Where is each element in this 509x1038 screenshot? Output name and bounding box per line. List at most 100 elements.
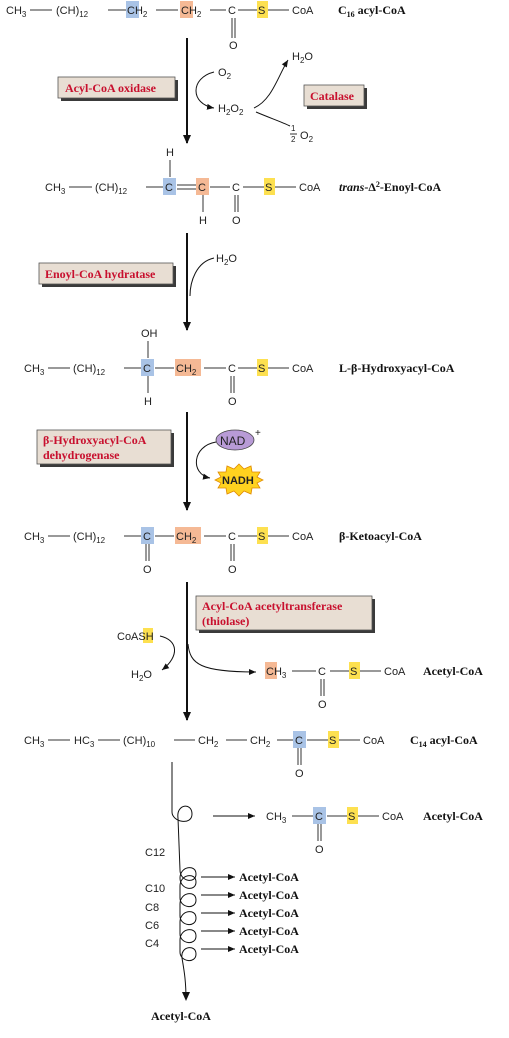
c16-acyl-coa-structure: CH3 (CH)12 CH2 CH2 C O S CoA C16 acyl-Co…: [6, 1, 406, 52]
catalase-oxygen-line: [255, 111, 291, 127]
o2-reagent: O2: [218, 67, 232, 81]
svg-text:O: O: [228, 396, 237, 408]
hydrogen-top: H: [166, 147, 174, 159]
svg-text:O: O: [232, 215, 241, 227]
svg-text:CH3: CH3: [24, 363, 45, 377]
ch3-group: CH: [6, 5, 22, 17]
water-input-arrow: [189, 257, 215, 297]
alpha-carbon-highlight: [163, 178, 176, 195]
svg-text:CH2: CH2: [181, 5, 202, 19]
subscript-12: 12: [79, 10, 88, 19]
svg-text:O: O: [228, 564, 237, 576]
svg-text:C: C: [295, 735, 303, 747]
svg-text:CoA: CoA: [363, 735, 385, 747]
svg-text:O: O: [318, 699, 327, 711]
trans-enoyl-coa-structure: H CH3 (CH)12 C C H C O S CoA trans-Δ2-En…: [45, 147, 442, 227]
acetyl-coa-release-arrow: [187, 643, 257, 675]
svg-text:S: S: [258, 363, 265, 375]
sulfur-highlight: [264, 178, 275, 195]
acetyl-coa-product: Acetyl-CoA: [239, 870, 299, 884]
svg-text:CoA: CoA: [292, 363, 314, 375]
svg-text:CoA: CoA: [384, 666, 406, 678]
subscript: 3: [22, 10, 27, 19]
svg-text:O2: O2: [300, 130, 314, 144]
svg-text:O: O: [315, 844, 324, 856]
chain-length-label: C4: [145, 938, 159, 950]
hydroxyacyl-coa-label: L-β-Hydroxyacyl-CoA: [339, 361, 455, 375]
beta-carbon-highlight: [180, 1, 193, 18]
acetyl-coa-label-2: Acetyl-CoA: [423, 809, 483, 823]
svg-text:S: S: [348, 811, 355, 823]
svg-text:CH3: CH3: [24, 531, 45, 545]
svg-text:CH2: CH2: [250, 735, 271, 749]
hydrogen-bottom: H: [199, 215, 207, 227]
nad-oval: NAD +: [215, 428, 261, 451]
c14-acyl-coa-structure: CH3 HC3 (CH)10 CH2 CH2 C O S CoA C14 acy…: [24, 731, 478, 780]
thiolase-box: Acyl-CoA acetyltransferase (thiolase): [195, 595, 375, 633]
nadh-label: NADH: [222, 475, 254, 487]
svg-text:(CH)12: (CH)12: [56, 5, 89, 19]
acetyl-coa-label: Acetyl-CoA: [423, 664, 483, 678]
enoyl-coa-hydratase-box: Enoyl-CoA hydratase: [38, 262, 176, 287]
svg-text:C: C: [232, 182, 240, 194]
acyl-coa-oxidase-label: Acyl-CoA oxidase: [65, 81, 157, 95]
svg-text:CH3: CH3: [266, 811, 287, 825]
h2o2-product: H2O2: [218, 103, 244, 117]
svg-text:C: C: [228, 363, 236, 375]
svg-text:2: 2: [291, 135, 296, 144]
svg-text:(CH)12: (CH)12: [95, 182, 128, 196]
svg-text:(CH)12: (CH)12: [73, 531, 106, 545]
final-acetyl-coa-label: Acetyl-CoA: [151, 1009, 211, 1023]
h2o-product: H2O: [292, 51, 313, 65]
chain-length-label: C6: [145, 920, 159, 932]
svg-text:S: S: [265, 182, 272, 194]
svg-text:C: C: [143, 363, 151, 375]
nad-to-nadh-arrow: [195, 441, 217, 480]
dehydrogenase-label-line2: dehydrogenase: [43, 448, 120, 462]
nadh-starburst: NADH: [214, 463, 264, 497]
ch2-group: CH: [60, 5, 76, 17]
sulfur-atom: S: [258, 5, 265, 17]
svg-text:CoA: CoA: [299, 182, 321, 194]
enoyl-coa-hydratase-label: Enoyl-CoA hydratase: [45, 267, 156, 281]
trans-enoyl-coa-label: trans-Δ2-Enoyl-CoA: [339, 180, 442, 194]
chain-length-label: C12: [145, 847, 165, 859]
nad-charge: +: [255, 428, 261, 439]
svg-text:C: C: [318, 666, 326, 678]
svg-text:CH2: CH2: [176, 363, 197, 377]
svg-text:C: C: [198, 182, 206, 194]
catalase-water-arrow: [253, 59, 289, 109]
carbonyl-oxygen: O: [229, 40, 238, 52]
chain-length-label: C8: [145, 902, 159, 914]
h2o-reagent: H2O: [216, 253, 237, 267]
svg-text:(CH)10: (CH)10: [123, 735, 156, 749]
acetyl-coa-product: Acetyl-CoA: [239, 942, 299, 956]
acetyl-coa-product: Acetyl-CoA: [239, 906, 299, 920]
oxygen-to-peroxide-arrow: [195, 71, 215, 110]
svg-text:S: S: [350, 666, 357, 678]
svg-text:CH3: CH3: [266, 666, 287, 680]
thiolase-label-line2: (thiolase): [202, 614, 249, 628]
c16-acyl-coa-label: C16 acyl-CoA: [338, 3, 406, 19]
svg-text:CH2: CH2: [198, 735, 219, 749]
nad-label: NAD: [220, 434, 246, 448]
svg-text:O: O: [295, 768, 304, 780]
ketoacyl-coa-structure: CH3 (CH)12 C O CH2 C O S CoA β-Ketoacyl-…: [24, 527, 422, 576]
svg-text:HC3: HC3: [74, 735, 95, 749]
svg-text:O: O: [143, 564, 152, 576]
catalase-box: Catalase: [303, 84, 367, 109]
hydroxyacyl-dehydrogenase-box: β-Hydroxyacyl-CoA dehydrogenase: [36, 429, 174, 467]
svg-text:CH2: CH2: [127, 5, 148, 19]
beta-carbon-highlight: [196, 178, 209, 195]
spiral-pathway: [171, 762, 197, 1001]
svg-text:CH3: CH3: [45, 182, 66, 196]
thiolase-label-line1: Acyl-CoA acetyltransferase: [202, 599, 343, 613]
svg-text:H: H: [144, 396, 152, 408]
chain-length-label: C10: [145, 883, 165, 895]
svg-text:S: S: [329, 735, 336, 747]
acetyl-coa-structure-1: CH3 C O S CoA Acetyl-CoA: [265, 662, 483, 711]
svg-text:CH3: CH3: [6, 5, 27, 19]
catalase-label: Catalase: [310, 89, 355, 103]
acetyl-coa-structure-2: CH3 C O S CoA Acetyl-CoA: [266, 807, 483, 856]
svg-text:C: C: [228, 531, 236, 543]
